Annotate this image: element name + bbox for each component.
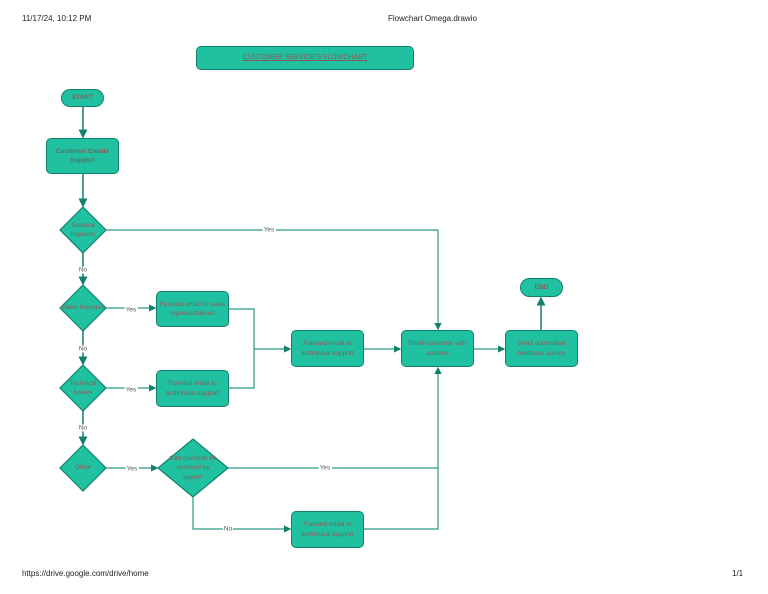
page-url: https://drive.google.com/drive/home bbox=[22, 569, 149, 578]
edge-label-yes: Yes bbox=[125, 465, 139, 473]
edge-label-yes: Yes bbox=[262, 226, 276, 234]
feedback-survey-node: Send automated feedback survey bbox=[505, 330, 578, 367]
customer-emails-node: Customer Emails Support bbox=[46, 138, 119, 174]
diagram-title: CUSTOMER SERVICE'S FLOWCHART bbox=[196, 46, 414, 70]
edge-label-no: No bbox=[77, 345, 89, 353]
print-datetime: 11/17/24, 10:12 PM bbox=[22, 14, 92, 23]
edge-label-no: No bbox=[77, 424, 89, 432]
general-inquiries-text: General Inquiries bbox=[70, 221, 96, 238]
email-solution-node: Email customer with solution bbox=[401, 330, 474, 367]
can-resolve-text: Can question be resolved by agent? bbox=[169, 455, 217, 481]
sales-inquiries-text: Sales Inquiries bbox=[61, 304, 105, 312]
edge-label-yes: Yes bbox=[124, 306, 138, 314]
edge-label-yes: Yes bbox=[318, 464, 332, 472]
page-number: 1/1 bbox=[732, 569, 744, 578]
document-title: Flowchart Omega.drawio bbox=[388, 14, 477, 23]
edge-label-no: No bbox=[77, 266, 89, 274]
forward-sales-node: Forward email to sales representatives bbox=[156, 291, 229, 327]
forward-tech-node-3: Forward email to techhnical support bbox=[291, 511, 364, 548]
forward-tech-node-1: Forward email to techhnical support bbox=[156, 370, 229, 407]
edge-label-no: No bbox=[222, 525, 234, 533]
technical-issues-text: Technical Issues bbox=[69, 379, 97, 396]
start-node: START bbox=[61, 89, 104, 107]
other-text: Other bbox=[74, 464, 92, 472]
edge-label-yes: Yes bbox=[124, 386, 138, 394]
diamond-other bbox=[59, 444, 107, 492]
forward-tech-node-2: Forward email to techhnical support bbox=[291, 330, 364, 367]
end-node: END bbox=[520, 278, 563, 297]
